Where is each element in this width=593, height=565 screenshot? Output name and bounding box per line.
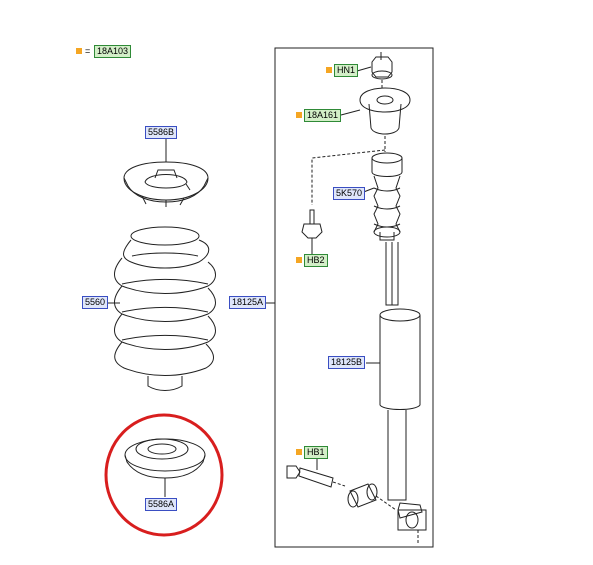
bump-stop-boot [371, 152, 403, 241]
label-5K570[interactable]: 5K570 [333, 187, 366, 200]
legend-marker [76, 48, 82, 54]
marker-18A161 [296, 112, 302, 118]
lower-spring-seat [124, 438, 206, 497]
shock-absorber [379, 242, 427, 545]
label-HN1[interactable]: HN1 [334, 64, 359, 77]
coil-spring [114, 226, 216, 391]
upper-bolt [301, 209, 323, 254]
label-5586A[interactable]: 5586A [145, 498, 178, 511]
label-18125B[interactable]: 18125B [328, 356, 366, 369]
lower-bolt [286, 456, 346, 488]
label-18125A[interactable]: 18125A [229, 296, 267, 309]
label-5586B[interactable]: 5586B [145, 126, 178, 139]
legend-equals: = [85, 46, 91, 56]
marker-HB2 [296, 257, 302, 263]
lower-bush [347, 483, 397, 511]
top-mount [359, 87, 411, 152]
legend-code: 18A103 [94, 45, 132, 58]
highlight-circle [104, 413, 224, 537]
label-18A161[interactable]: 18A161 [304, 109, 342, 122]
upper-spring-seat [123, 148, 209, 207]
label-HB2[interactable]: HB2 [304, 254, 328, 267]
label-5560[interactable]: 5560 [82, 296, 109, 309]
assembly-bracket [274, 47, 434, 548]
marker-HB1 [296, 449, 302, 455]
top-mount-nut [371, 52, 393, 90]
label-HB1[interactable]: HB1 [304, 446, 328, 459]
marker-HN1 [326, 67, 332, 73]
